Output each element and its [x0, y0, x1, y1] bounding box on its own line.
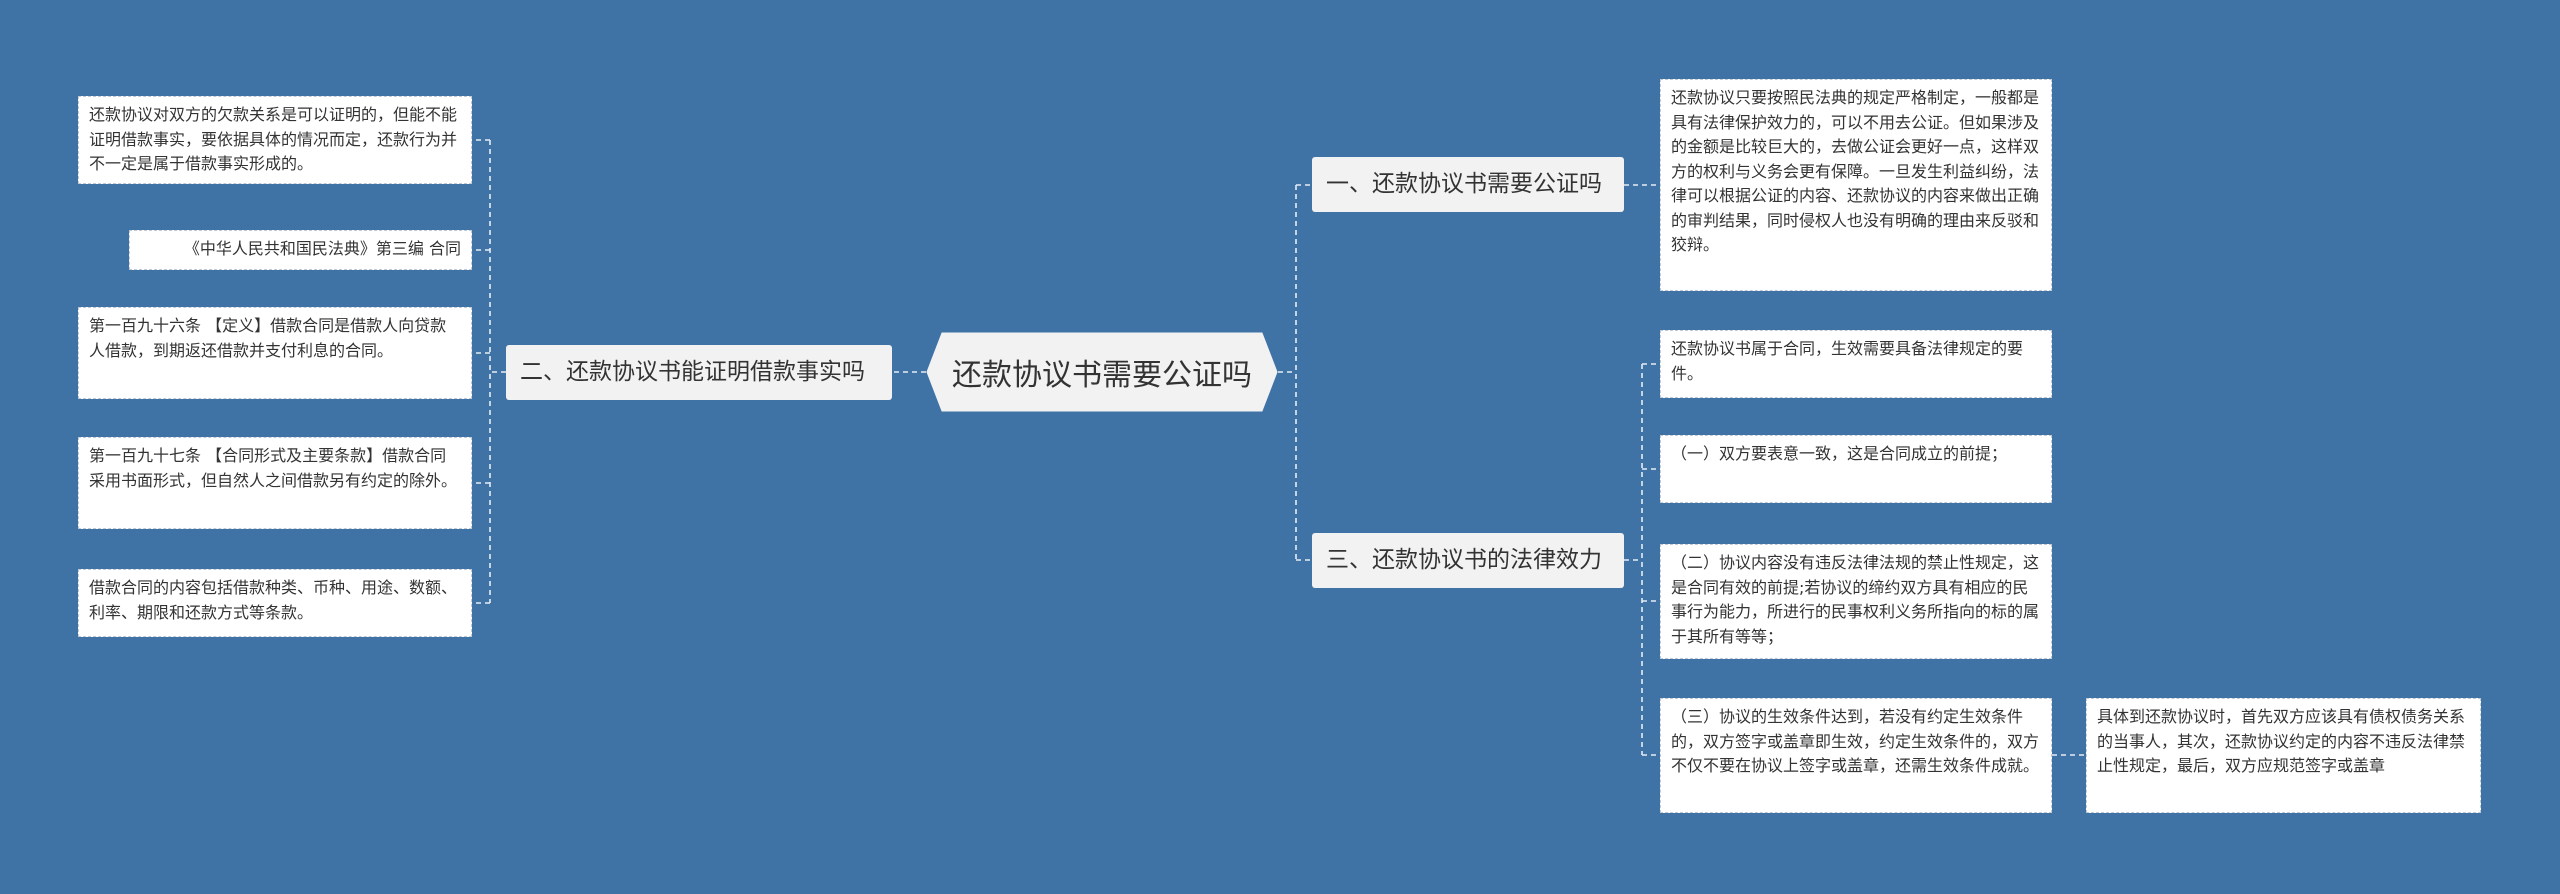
root-topic[interactable]: 还款协议书需要公证吗	[926, 332, 1278, 412]
root-topic-label: 还款协议书需要公证吗	[952, 358, 1252, 393]
leaf-node[interactable]: 还款协议对双方的欠款关系是可以证明的，但能不能证明借款事实，要依据具体的情况而定…	[78, 96, 472, 184]
leaf-node[interactable]: 借款合同的内容包括借款种类、币种、用途、数额、利率、期限和还款方式等条款。	[78, 569, 472, 637]
root-hexagon-shape	[926, 332, 1278, 412]
branch-topic-legal-effect[interactable]: 三、还款协议书的法律效力	[1312, 533, 1624, 588]
leaf-node[interactable]: 具体到还款协议时，首先双方应该具有债权债务关系的当事人，其次，还款协议约定的内容…	[2086, 698, 2481, 813]
branch-label: 二、还款协议书能证明借款事实吗	[520, 359, 865, 385]
leaf-node[interactable]: （一）双方要表意一致，这是合同成立的前提；	[1660, 435, 2052, 503]
branch-topic-loan-proof[interactable]: 二、还款协议书能证明借款事实吗	[506, 345, 892, 400]
leaf-node[interactable]: 还款协议书属于合同，生效需要具备法律规定的要件。	[1660, 330, 2052, 398]
leaf-node[interactable]: 第一百九十六条 【定义】借款合同是借款人向贷款人借款，到期返还借款并支付利息的合…	[78, 307, 472, 399]
leaf-node[interactable]: （三）协议的生效条件达到，若没有约定生效条件的，双方签字或盖章即生效，约定生效条…	[1660, 698, 2052, 813]
leaf-node[interactable]: 《中华人民共和国民法典》第三编 合同	[129, 230, 472, 270]
branch-label: 一、还款协议书需要公证吗	[1326, 171, 1602, 197]
branch-topic-notarization[interactable]: 一、还款协议书需要公证吗	[1312, 157, 1624, 212]
leaf-node[interactable]: 第一百九十七条 【合同形式及主要条款】借款合同采用书面形式，但自然人之间借款另有…	[78, 437, 472, 529]
branch-label: 三、还款协议书的法律效力	[1326, 547, 1602, 573]
leaf-node[interactable]: 还款协议只要按照民法典的规定严格制定，一般都是具有法律保护效力的，可以不用去公证…	[1660, 79, 2052, 291]
leaf-node[interactable]: （二）协议内容没有违反法律法规的禁止性规定，这是合同有效的前提;若协议的缔约双方…	[1660, 544, 2052, 659]
